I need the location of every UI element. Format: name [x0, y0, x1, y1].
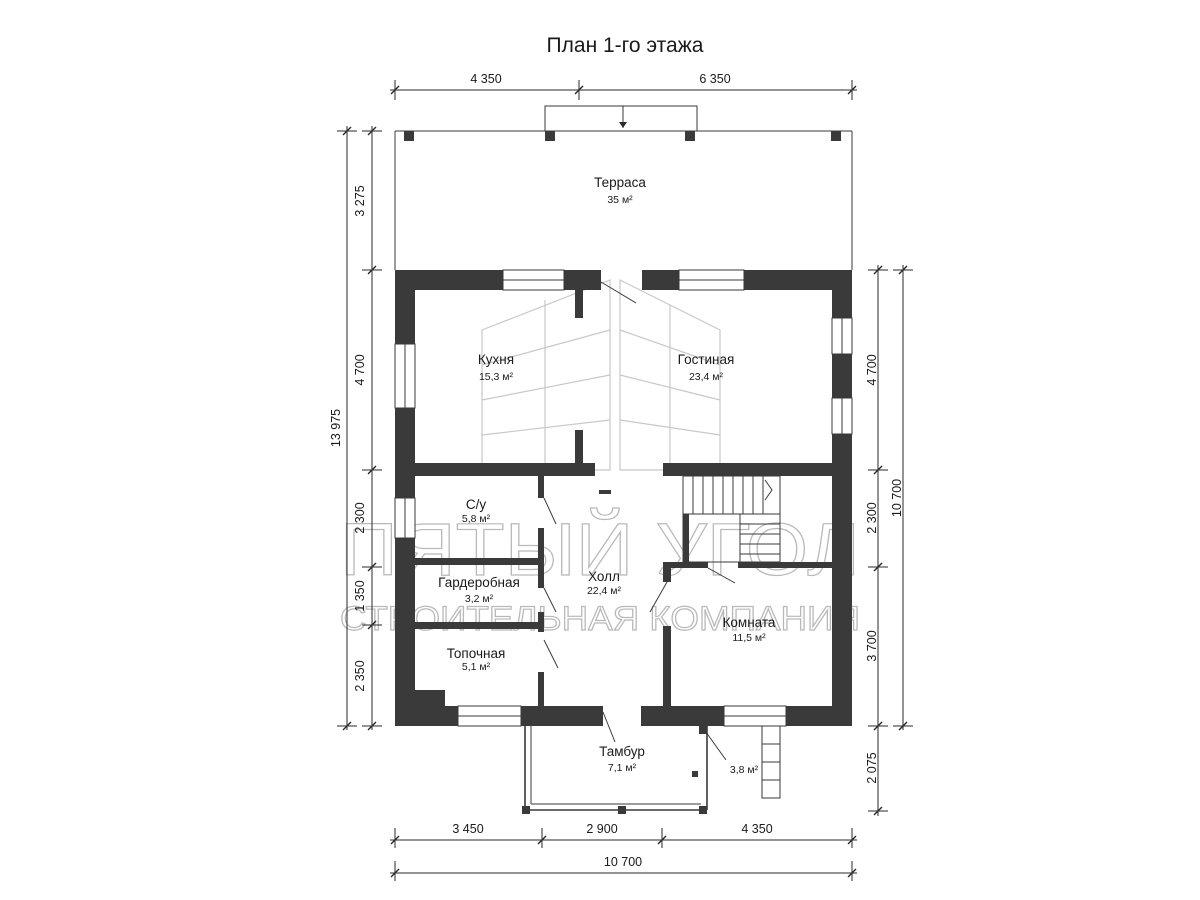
room-area-boiler: 5,1 м²	[462, 661, 491, 673]
dim-left-5: 2 350	[353, 660, 367, 691]
vestibule	[522, 725, 781, 814]
dim-top-2: 6 350	[699, 72, 730, 86]
room-name-room: Комната	[723, 615, 776, 630]
room-name-boiler: Топочная	[447, 646, 506, 661]
room-area-porch: 3,8 м²	[730, 764, 759, 776]
dim-bottom-total: 10 700	[604, 855, 642, 869]
dim-bottom-1: 3 450	[452, 822, 483, 836]
room-name-vestibule: Тамбур	[599, 744, 645, 759]
dimensions-bottom: 3 450 2 900 4 350 10 700	[390, 822, 857, 881]
dim-right-1: 4 700	[865, 354, 879, 385]
room-area-kitchen: 15,3 м²	[479, 371, 514, 383]
dim-right-2: 2 300	[865, 502, 879, 533]
room-area-room: 11,5 м²	[732, 632, 766, 644]
dimensions-left: 3 275 4 700 2 300 1 350 2 350 13 975	[329, 126, 382, 731]
room-name-terrace: Терраса	[594, 175, 646, 190]
room-name-hall: Холл	[588, 569, 620, 584]
dim-left-2: 4 700	[353, 354, 367, 385]
room-area-bathroom: 5,8 м²	[462, 513, 491, 525]
dim-right-4: 2 075	[865, 752, 879, 783]
dim-right-total: 10 700	[890, 479, 904, 517]
room-labels: Терраса 35 м² Кухня 15,3 м² Гостиная 23,…	[438, 175, 776, 776]
room-area-hall: 22,4 м²	[587, 585, 622, 597]
dimensions-top: 4 350 6 350	[390, 72, 857, 100]
room-name-bathroom: С/у	[466, 497, 487, 512]
dim-left-4: 1 350	[353, 580, 367, 611]
room-area-vestibule: 7,1 м²	[608, 762, 637, 774]
room-area-living: 23,4 м²	[689, 371, 724, 383]
room-area-wardrobe: 3,2 м²	[465, 593, 494, 605]
dimensions-right: 4 700 2 300 3 700 2 075 10 700	[865, 265, 913, 816]
room-name-wardrobe: Гардеробная	[438, 575, 520, 590]
dim-left-total: 13 975	[329, 409, 343, 447]
room-name-kitchen: Кухня	[478, 352, 514, 367]
staircase	[682, 475, 781, 563]
dim-bottom-3: 4 350	[741, 822, 772, 836]
dim-right-3: 3 700	[865, 630, 879, 661]
dim-left-3: 2 300	[353, 502, 367, 533]
dim-top-1: 4 350	[470, 72, 501, 86]
walls	[394, 269, 853, 727]
watermark-line1: ПЯТЫЙ УГОЛ	[340, 508, 860, 591]
dim-bottom-2: 2 900	[586, 822, 617, 836]
watermark-logo-icon	[481, 279, 721, 471]
room-area-terrace: 35 м²	[607, 194, 633, 206]
terrace	[394, 105, 853, 270]
watermark-line2: СТРОИТЕЛЬНАЯ КОМПАНИЯ	[340, 600, 860, 638]
room-name-living: Гостиная	[678, 352, 735, 367]
dim-left-1: 3 275	[353, 185, 367, 216]
plan-title: План 1-го этажа	[547, 34, 704, 57]
